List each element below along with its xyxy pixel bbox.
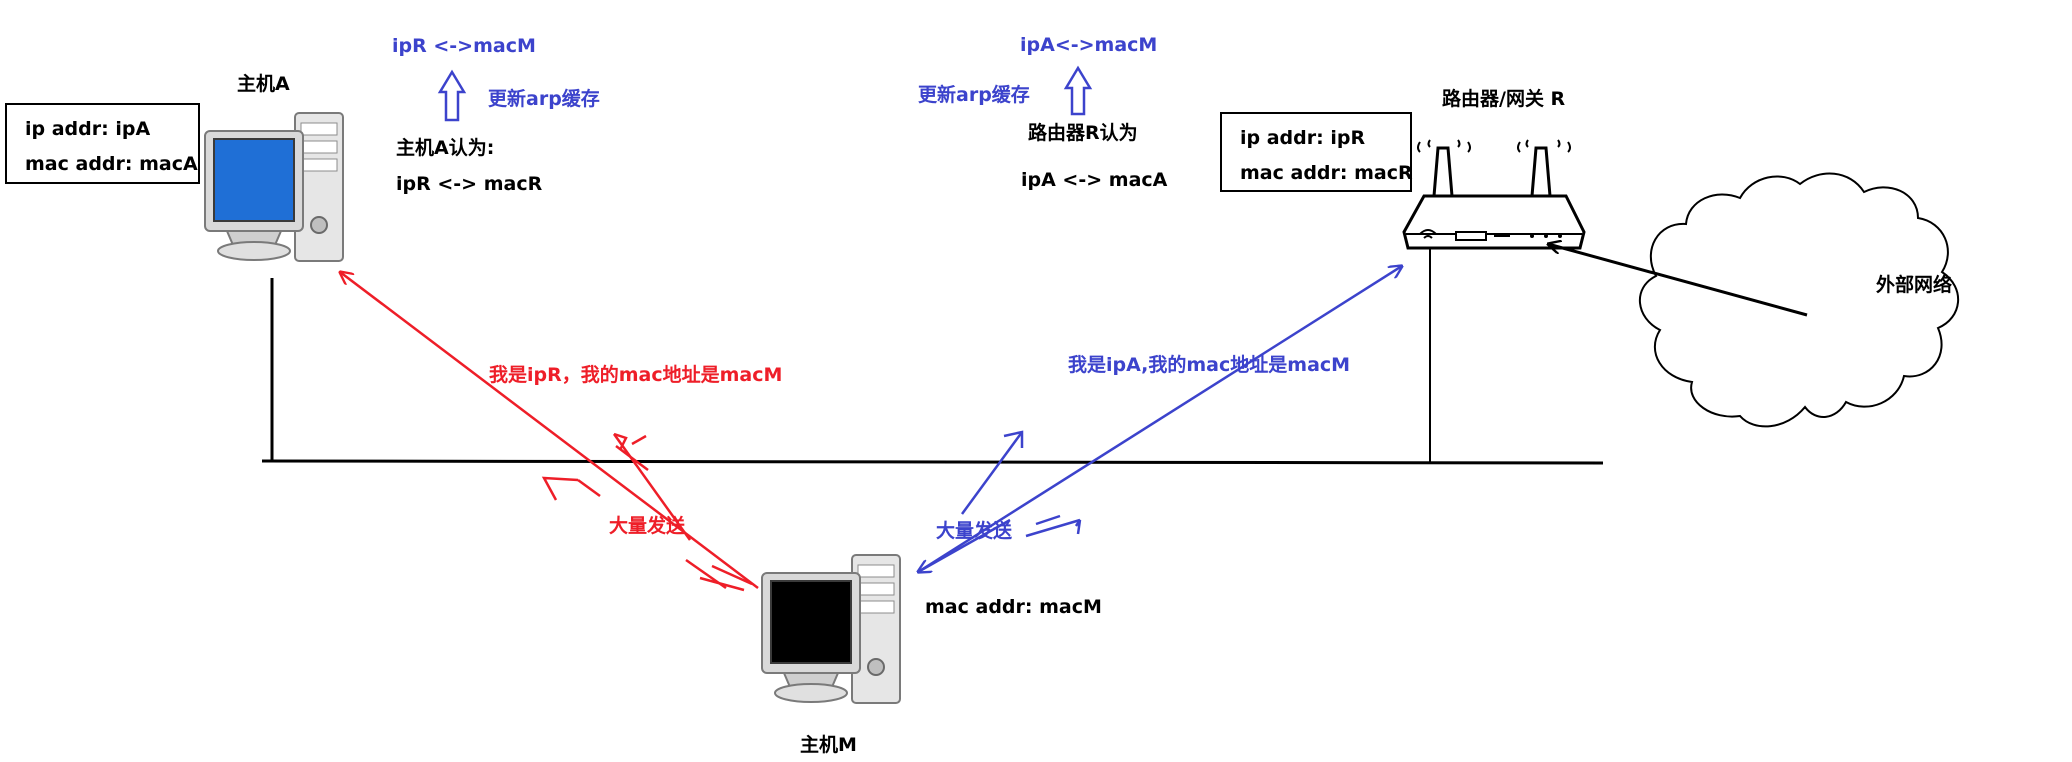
spoof-arrow-to-hostA bbox=[340, 272, 759, 589]
router-belief-title: 路由器R认为 bbox=[1028, 122, 1138, 144]
router-belief-mapping: ipA <-> macA bbox=[1021, 169, 1168, 191]
router-info-box: ip addr: ipR mac addr: macR bbox=[1220, 112, 1413, 192]
hostA-info-box: ip addr: ipA mac addr: macA bbox=[5, 103, 200, 184]
blue-flood-strokes bbox=[960, 430, 1082, 538]
hostA-title: 主机A bbox=[237, 73, 290, 95]
external-network-label: 外部网络 bbox=[1876, 274, 1953, 296]
hostA-update-up-arrow-icon bbox=[437, 69, 467, 122]
spoof-arrow-to-router bbox=[917, 266, 1402, 574]
red-flood-strokes bbox=[541, 432, 753, 592]
hostA-ip-text: ip addr: ipA bbox=[25, 118, 151, 140]
external-network-cloud bbox=[1639, 172, 1959, 428]
router-to-cloud-link bbox=[1548, 244, 1808, 317]
hostA-belief-mapping: ipR <-> macR bbox=[396, 173, 543, 195]
hostA-mac-text: mac addr: macA bbox=[25, 153, 198, 175]
spoof-message-to-router: 我是ipA,我的mac地址是macM bbox=[1068, 354, 1351, 376]
hostM-title: 主机M bbox=[800, 734, 857, 756]
router-title: 路由器/网关 R bbox=[1442, 88, 1566, 110]
flood-label-blue: 大量发送 bbox=[936, 520, 1013, 542]
spoof-message-to-hostA: 我是ipR，我的mac地址是macM bbox=[489, 364, 783, 386]
hostA-computer-icon bbox=[204, 112, 344, 262]
flood-label-red: 大量发送 bbox=[609, 515, 686, 537]
hostA-updated-mapping: ipR <->macM bbox=[392, 35, 536, 57]
router-updated-mapping: ipA<->macM bbox=[1020, 34, 1158, 56]
spoof-arrow-from-hostM bbox=[918, 518, 1011, 572]
router-icon bbox=[1402, 139, 1586, 250]
router-mac-text: mac addr: macR bbox=[1240, 162, 1413, 184]
hostA-update-note: 更新arp缓存 bbox=[488, 88, 600, 110]
router-ip-text: ip addr: ipR bbox=[1240, 127, 1366, 149]
network-bus-line bbox=[261, 459, 1604, 465]
router-update-up-arrow-icon bbox=[1063, 65, 1093, 116]
hostM-computer-icon bbox=[761, 554, 901, 704]
hostA-belief-title: 主机A认为: bbox=[396, 137, 495, 159]
hostM-mac-text: mac addr: macM bbox=[925, 596, 1102, 618]
router-update-note: 更新arp缓存 bbox=[918, 84, 1030, 106]
